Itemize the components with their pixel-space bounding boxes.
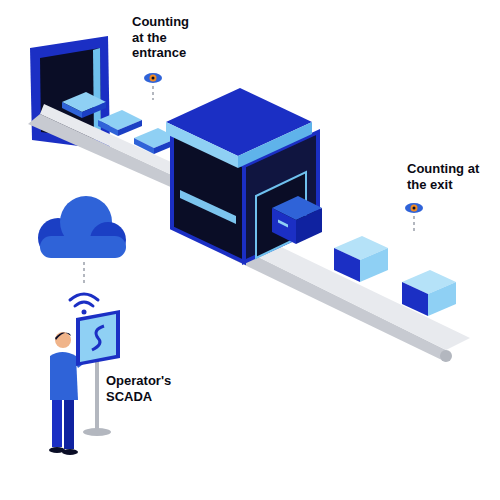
- sensor-eye: [405, 203, 423, 234]
- callout-label: Counting at the entrance: [132, 14, 198, 61]
- roller: [440, 350, 452, 362]
- input-trays: [62, 92, 178, 154]
- belt-side: [226, 246, 446, 362]
- machine: [166, 88, 318, 262]
- callout-label: Counting at the exit: [407, 161, 487, 192]
- callout-label: Operator's SCADA: [106, 373, 192, 404]
- wifi-icon: [70, 294, 98, 315]
- cloud: [38, 196, 126, 286]
- sensor-eye: [144, 73, 162, 100]
- output-boxes: [272, 196, 456, 316]
